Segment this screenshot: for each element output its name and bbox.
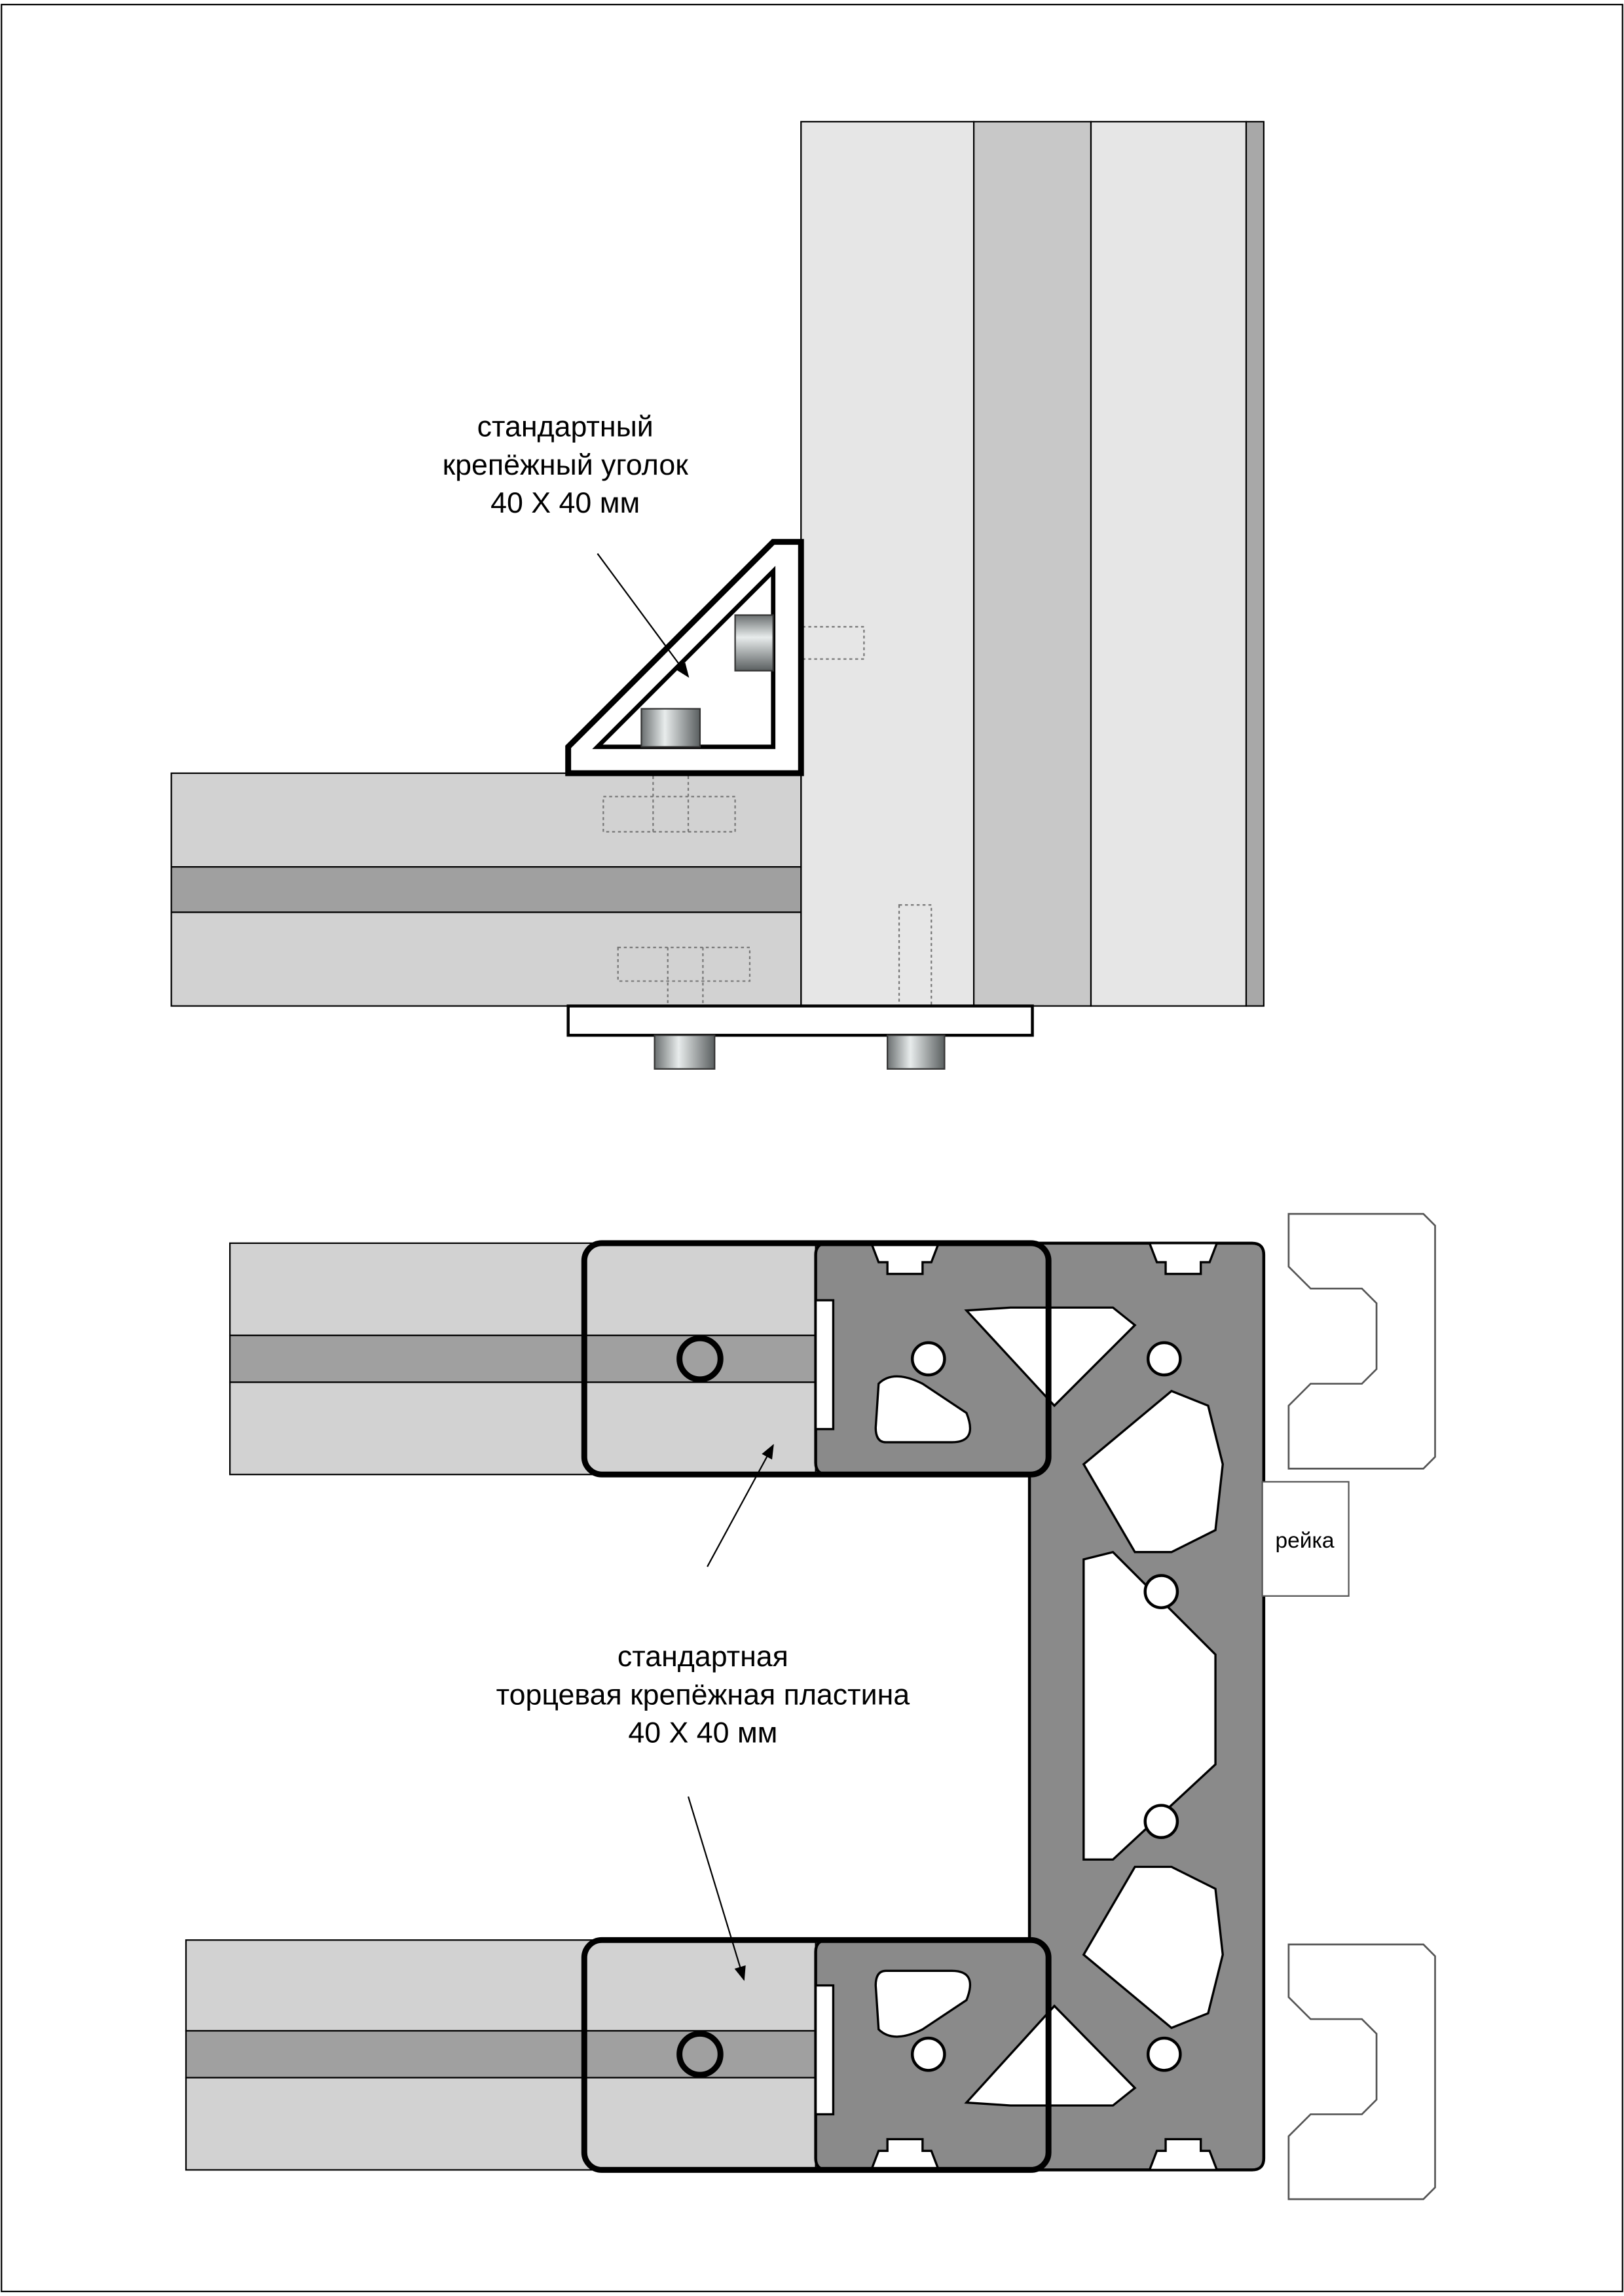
bracket-callout-line-2: крепёжный уголок [443, 449, 689, 481]
rail-label: рейка [1275, 1529, 1334, 1553]
horizontal-profile-top [170, 772, 802, 1007]
bolt-hole-icon [676, 1335, 724, 1383]
bracket-callout-line-1: стандартный [477, 411, 654, 443]
vertical-profile [800, 120, 1265, 1007]
horizontal-profile-lower [185, 1939, 817, 2171]
bracket-callout-line-3: 40 X 40 мм [490, 487, 640, 519]
bolt-hole-icon [676, 2030, 724, 2078]
callout-arrow [707, 1444, 774, 1567]
bolt-icon [640, 708, 701, 748]
bottom-plate [566, 1004, 1034, 1037]
plate-callout-line-3: 40 X 40 мм [628, 1717, 777, 1749]
callout-arrow [687, 1796, 746, 1981]
end-plate-lower [581, 1937, 1052, 2173]
plate-callout-line-2: торцевая крепёжная пластина [496, 1679, 910, 1711]
callout-arrow [597, 553, 690, 678]
bolt-icon [887, 1034, 946, 1070]
plate-callout-line-1: стандартная [618, 1641, 788, 1673]
rail-guide-upper [1287, 1212, 1436, 1470]
rail-box [1261, 1481, 1350, 1597]
rail-guide-lower [1287, 1943, 1436, 2200]
page-border [1, 3, 1623, 2293]
bolt-icon [734, 614, 774, 672]
end-plate-upper [581, 1240, 1052, 1478]
bolt-icon [654, 1034, 716, 1070]
horizontal-profile-upper [229, 1242, 817, 1476]
